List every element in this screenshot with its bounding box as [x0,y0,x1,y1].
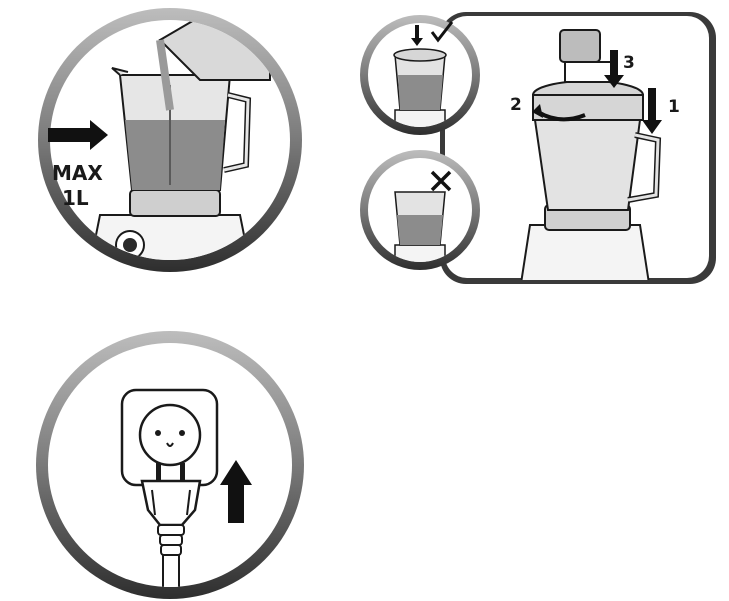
liquid-level [125,120,225,190]
press-arrow-icon [411,25,423,46]
step-fill-panel: MAX 1L [20,0,330,290]
step-plug-panel [30,325,310,601]
lid-illustration: 3 1 2 [360,12,716,284]
cross-mark-icon [430,170,452,192]
step-number-1: 1 [668,97,680,117]
step-number-3: 3 [623,53,635,73]
step-lid-panel: 3 1 2 [360,0,720,290]
max-label: MAX [52,161,103,185]
step-number-2: 2 [510,95,522,115]
measuring-cap [559,29,601,63]
check-mark-icon [430,21,454,43]
volume-label: 1L [62,186,89,210]
power-cable [162,554,180,587]
fill-illustration: MAX 1L [38,8,302,272]
arrow-3-icon [604,50,624,88]
arrow-1-icon [642,88,662,134]
up-arrow-icon [220,460,252,523]
max-arrow-icon [48,120,108,150]
plug-illustration [36,331,304,599]
